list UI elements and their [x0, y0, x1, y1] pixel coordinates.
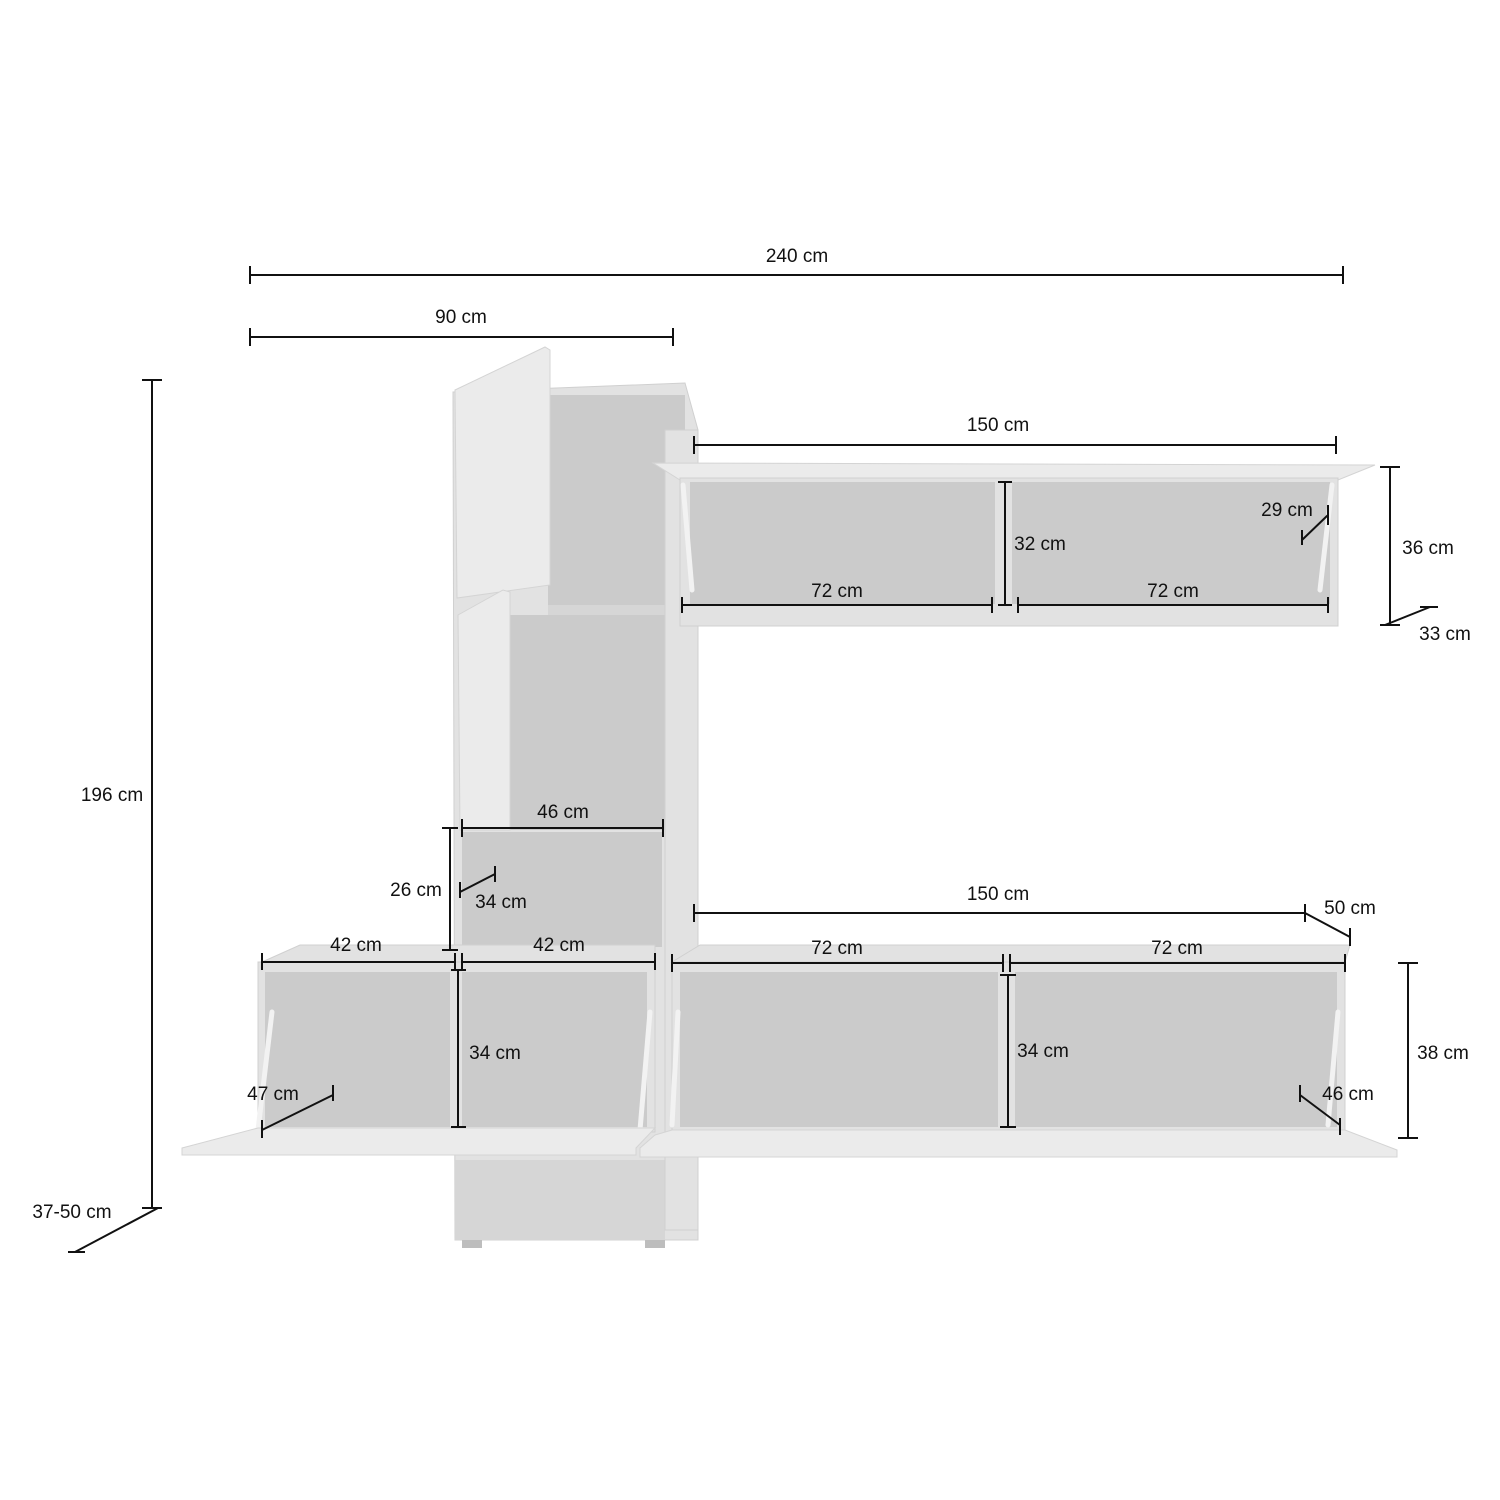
dimension-lines — [68, 266, 1438, 1253]
upper-inner-height-label: 32 cm — [1014, 534, 1066, 555]
lower-right-width-label: 150 cm — [967, 884, 1029, 905]
tall-shelf-height-label: 26 cm — [390, 880, 442, 901]
tall-shelf-depth-label: 34 cm — [475, 892, 527, 913]
lower-right-flap-door — [639, 1129, 1398, 1158]
lower-right-compartment-2-label: 72 cm — [1151, 938, 1203, 959]
lower-right-height-label: 38 cm — [1417, 1043, 1469, 1064]
lower-right-compartment-1-label: 72 cm — [811, 938, 863, 959]
lower-left-compartment-2-label: 42 cm — [533, 935, 585, 956]
upper-unit-width-label: 150 cm — [967, 415, 1029, 436]
lower-right-inner-height-label: 34 cm — [1017, 1041, 1069, 1062]
upper-right-compartment-label: 72 cm — [1147, 581, 1199, 602]
tall-cabinet-lower-door — [457, 589, 511, 831]
depth-range-label: 37-50 cm — [32, 1202, 111, 1223]
total-width-label: 240 cm — [766, 246, 828, 267]
lower-left-inner-height-label: 34 cm — [469, 1043, 521, 1064]
upper-unit-depth-label: 33 cm — [1419, 624, 1471, 645]
upper-unit-height-label: 36 cm — [1402, 538, 1454, 559]
upper-flap-depth-label: 29 cm — [1261, 500, 1313, 521]
lower-left-flap-depth-label: 47 cm — [247, 1084, 299, 1105]
upper-left-compartment-label: 72 cm — [811, 581, 863, 602]
tall-unit-width-label: 90 cm — [435, 307, 487, 328]
tall-shelf-width-label: 46 cm — [537, 802, 589, 823]
lower-left-flap-door — [181, 1127, 657, 1156]
tall-cabinet-upper-door — [454, 346, 551, 599]
upper-wall-unit — [651, 462, 1376, 627]
lower-right-flap-depth-label: 46 cm — [1322, 1084, 1374, 1105]
lower-right-depth-label: 50 cm — [1324, 898, 1376, 919]
lower-left-unit — [181, 944, 657, 1156]
total-height-label: 196 cm — [81, 785, 143, 806]
lower-right-unit — [639, 944, 1398, 1158]
lower-left-compartment-1-label: 42 cm — [330, 935, 382, 956]
